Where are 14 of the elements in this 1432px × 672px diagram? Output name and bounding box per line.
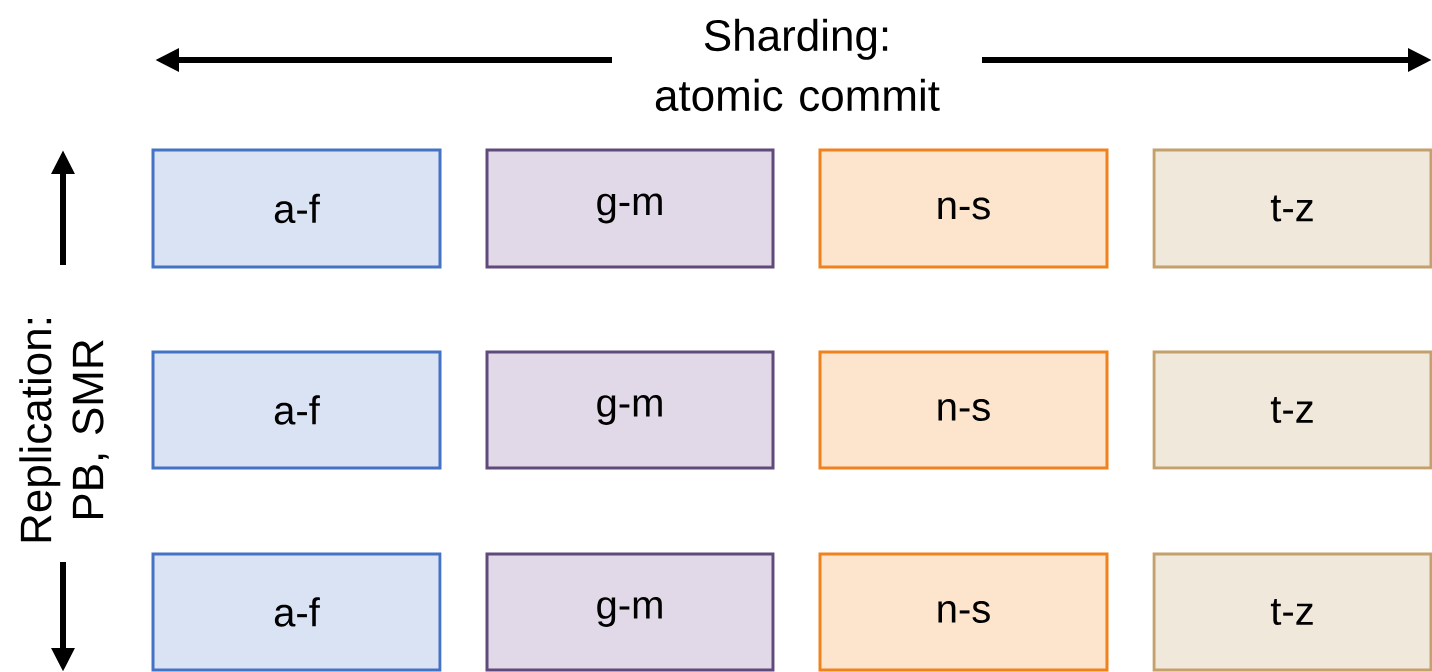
range-box: t-z bbox=[1152, 552, 1432, 672]
range-box: t-z bbox=[1152, 148, 1432, 269]
range-box: a-f bbox=[151, 148, 442, 269]
axis-label: Sharding: atomic commit bbox=[655, 18, 940, 112]
range-box: t-z bbox=[1152, 350, 1432, 470]
range-box: g-m bbox=[485, 350, 775, 470]
range-box: a-f bbox=[151, 350, 442, 470]
range-box: n-s bbox=[818, 350, 1109, 470]
range-box: a-f bbox=[151, 552, 442, 672]
axis-label: Replication: PB, SMR bbox=[19, 319, 109, 542]
range-box: g-m bbox=[485, 148, 775, 269]
range-box: g-m bbox=[485, 552, 775, 672]
range-box: n-s bbox=[818, 552, 1109, 672]
range-box: n-s bbox=[818, 148, 1109, 269]
